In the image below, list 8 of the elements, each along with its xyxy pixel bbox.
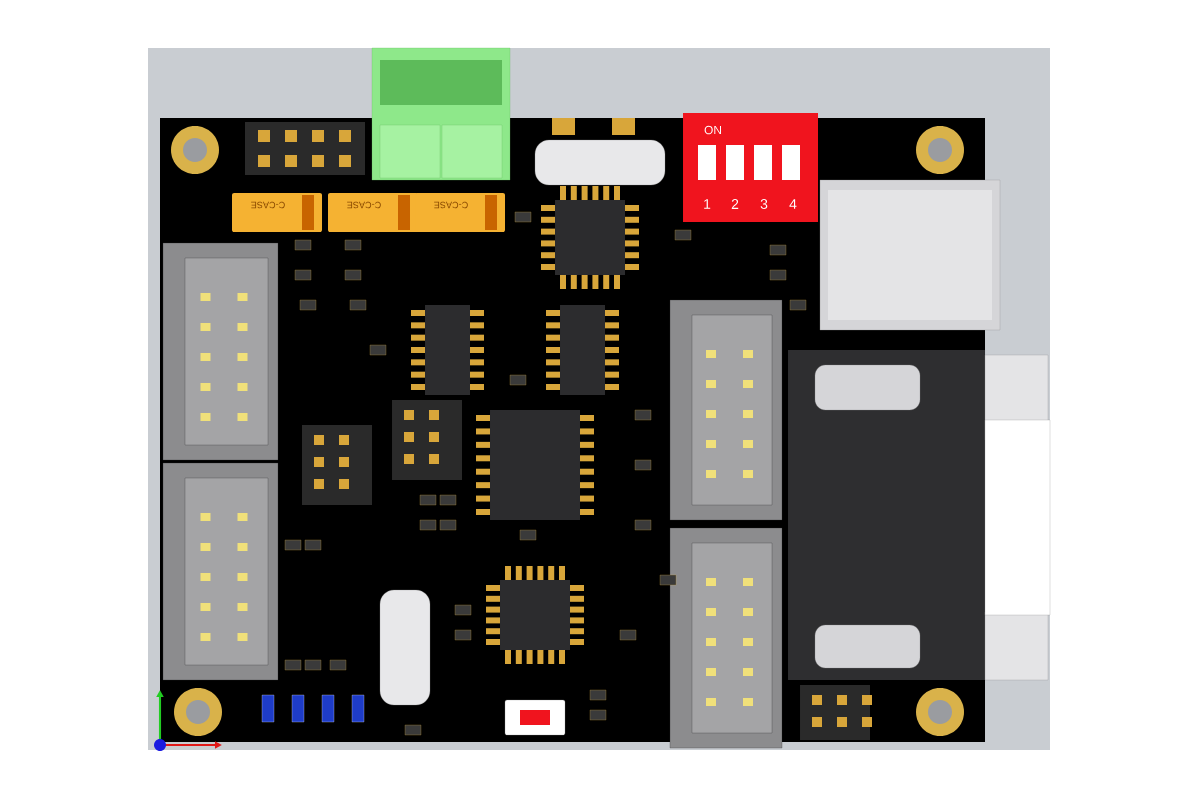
switch-number: 3 bbox=[760, 199, 768, 209]
switch-number: 1 bbox=[704, 199, 711, 209]
switch-label: ON bbox=[704, 125, 721, 135]
component-marking: C-CASE bbox=[347, 201, 381, 209]
component-marking: C-CASE bbox=[434, 201, 468, 209]
component-marking: C-CASE bbox=[251, 201, 285, 209]
switch-number: 4 bbox=[789, 199, 797, 209]
switch-number: 2 bbox=[731, 199, 739, 209]
